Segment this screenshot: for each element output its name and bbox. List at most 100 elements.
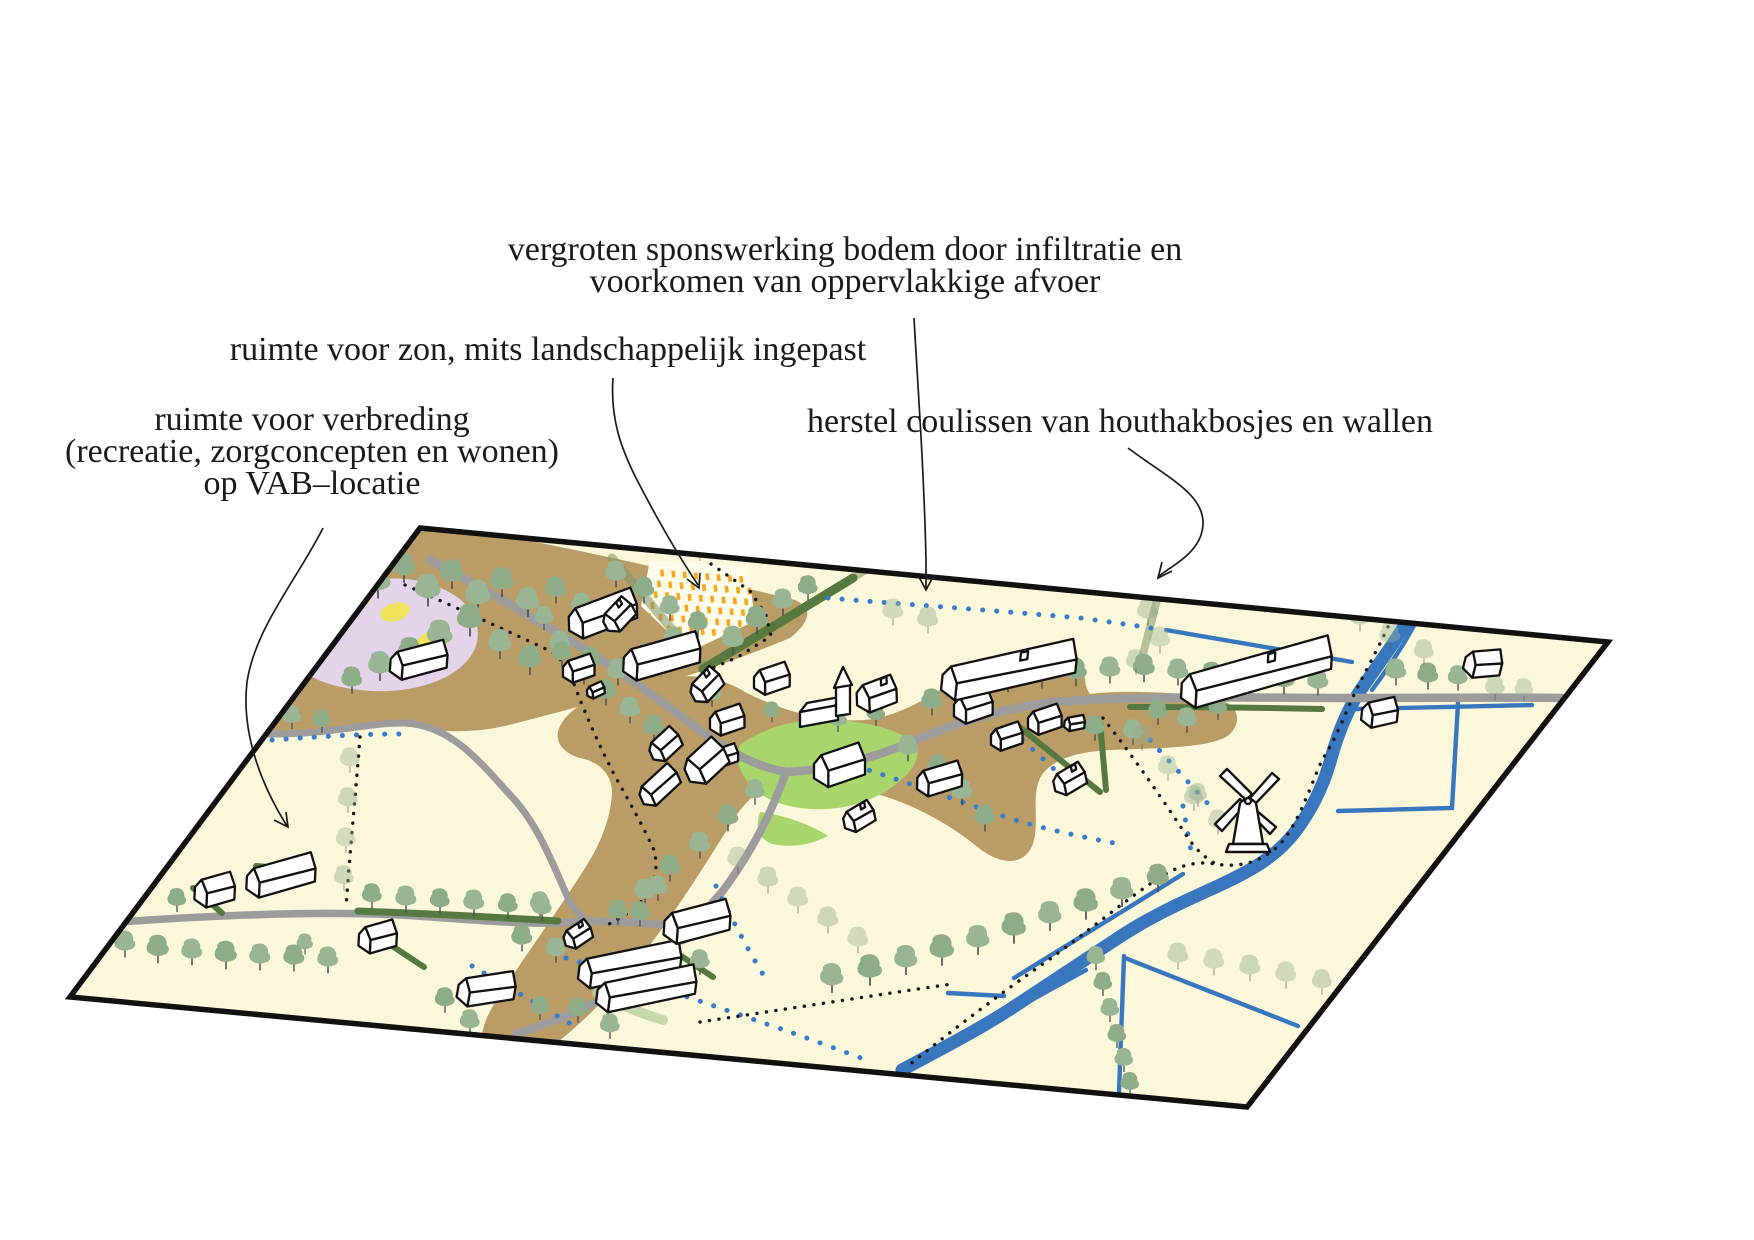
annotation-line: herstel coulissen van houthakbosjes en w… — [806, 403, 1434, 440]
tree-icon — [252, 700, 272, 725]
tree-icon — [857, 954, 882, 986]
tree-icon — [567, 997, 588, 1023]
tree-icon — [1078, 541, 1101, 571]
building-icon — [1461, 642, 1505, 684]
tree-icon — [440, 559, 464, 589]
tree-icon — [1100, 998, 1120, 1023]
solar-panel-icon — [726, 619, 731, 627]
solar-panel-icon — [702, 584, 707, 591]
building-icon — [1028, 704, 1062, 735]
church-icon — [800, 667, 852, 727]
tree-icon — [687, 611, 708, 637]
tree-icon — [1001, 912, 1026, 944]
tree-icon — [518, 645, 542, 675]
solar-panel-icon — [669, 614, 675, 622]
tree-icon — [1147, 699, 1168, 725]
tree-icon — [545, 576, 567, 604]
tree-icon — [531, 895, 552, 921]
tree-icon — [999, 552, 1021, 580]
tree-icon — [1379, 622, 1401, 650]
annotation-line: ruimte voor verbreding — [154, 401, 470, 438]
solar-panel-icon — [684, 604, 689, 612]
tree-icon — [1084, 715, 1105, 741]
tree-icon — [619, 696, 641, 724]
solar-panel-icon — [711, 629, 717, 636]
solar-panel-icon — [671, 570, 676, 578]
tree-icon — [599, 1013, 620, 1039]
tree-icon — [545, 937, 566, 963]
tree-icon — [1038, 901, 1062, 931]
building-icon — [455, 962, 518, 1014]
tree-icon — [312, 709, 332, 734]
tree-icon — [1311, 969, 1332, 995]
building-icon — [623, 627, 702, 683]
tree-icon — [1086, 946, 1106, 971]
tree-icon — [1326, 583, 1353, 617]
solar-panel-icon — [729, 608, 734, 616]
solar-panel-icon — [710, 595, 715, 603]
annotation-leaders — [245, 317, 1204, 829]
building-icon — [563, 654, 595, 683]
tree-icon — [1114, 1048, 1134, 1073]
tree-icon — [167, 888, 187, 913]
tree-icon — [1146, 863, 1169, 893]
building-icon — [597, 594, 640, 636]
tree-icon — [249, 943, 271, 971]
building-icon — [1063, 712, 1086, 733]
tree-icon — [283, 944, 305, 972]
tree-icon — [689, 949, 710, 975]
tree-icon — [1131, 725, 1152, 751]
village-buildings — [194, 587, 1505, 1022]
tree-icon — [333, 865, 354, 891]
tree-icon — [847, 926, 869, 954]
tree-icon — [607, 899, 628, 925]
tree-icon — [749, 530, 771, 558]
tree-icon — [429, 888, 450, 914]
solar-panel-icon — [682, 571, 687, 579]
tree-icon — [1514, 678, 1534, 703]
solar-panel-icon — [718, 607, 723, 615]
tree-icon — [1417, 662, 1439, 690]
tree-icon — [1149, 626, 1171, 654]
solar-panel-icon — [735, 586, 741, 594]
building-icon — [856, 675, 897, 713]
tree-icon — [727, 846, 749, 874]
tree-icon — [516, 587, 540, 617]
tree-icon — [974, 804, 996, 832]
tree-icon — [1125, 649, 1146, 675]
tree-icon — [659, 854, 681, 882]
tree-icon — [1093, 972, 1113, 997]
tree-icon — [787, 886, 809, 914]
tree-icon — [633, 576, 655, 604]
tree-icon — [820, 963, 844, 993]
tree-icon — [1484, 675, 1505, 701]
tree-icon — [1167, 658, 1189, 686]
tree-icon — [488, 629, 512, 659]
solar-panel-icon — [698, 594, 704, 602]
building-icon — [1181, 628, 1333, 715]
tree-icon — [114, 930, 136, 958]
building-icon — [940, 626, 1079, 713]
tree-icon — [966, 925, 990, 955]
tree-icon — [463, 889, 485, 917]
tree-icon — [361, 883, 382, 909]
tree-icon — [763, 701, 780, 723]
tree-icon — [530, 996, 550, 1021]
solar-panel-icon — [727, 575, 733, 582]
tree-icon — [1157, 755, 1178, 781]
building-icon — [710, 704, 744, 736]
map-border — [64, 525, 1614, 1110]
solar-panel-icon — [739, 575, 744, 583]
tree-icon — [181, 938, 203, 966]
solar-panel-icon — [732, 597, 737, 605]
tree-icon — [1107, 1024, 1127, 1049]
tree-icon — [339, 747, 360, 773]
building-icon — [644, 724, 686, 765]
annotation-line: vergroten sponswerking bodem door infilt… — [507, 231, 1183, 268]
tree-icon — [434, 987, 455, 1013]
solar-panel-icon — [721, 596, 726, 604]
tree-icon — [214, 940, 237, 970]
tree-icon — [721, 625, 744, 655]
solar-panel-icon — [679, 582, 684, 590]
annotation-zon: ruimte voor zon, mits landschappelijk in… — [230, 333, 866, 367]
